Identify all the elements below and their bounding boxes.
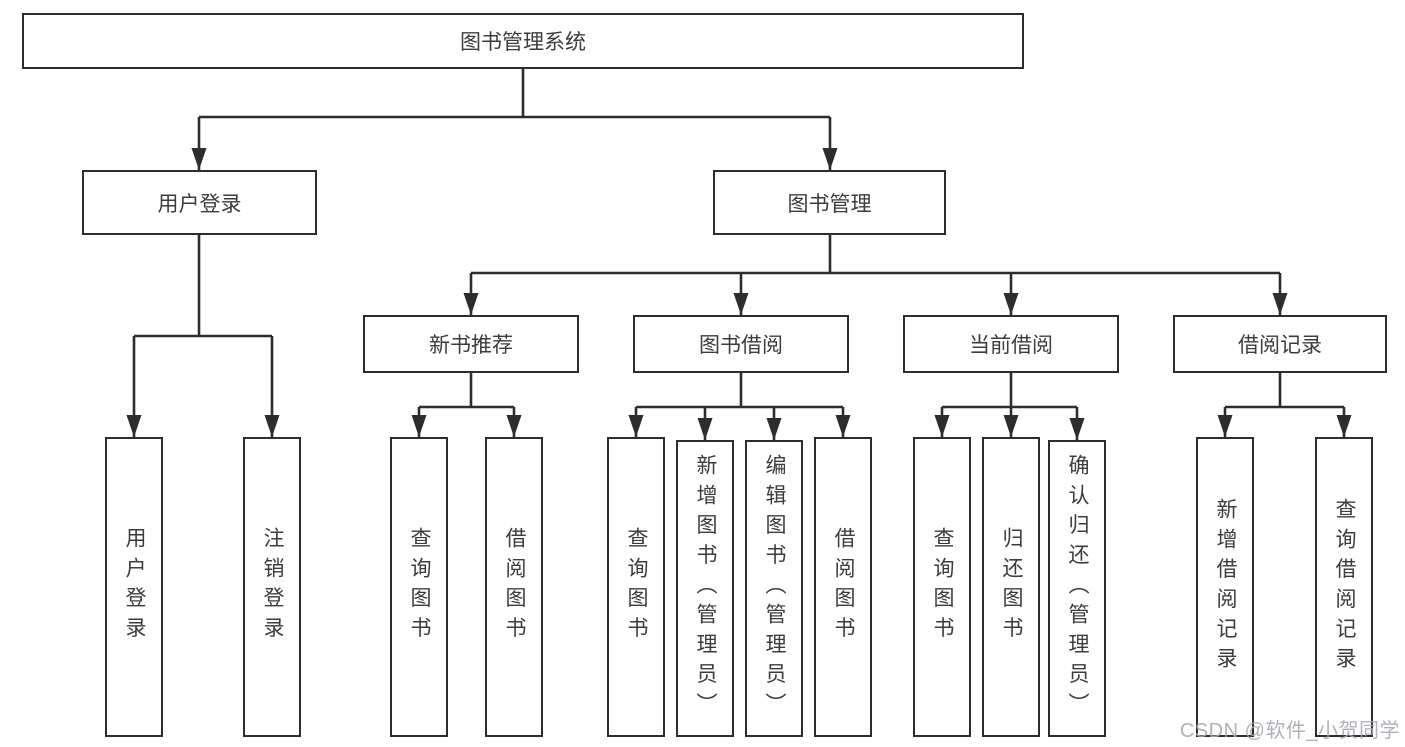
node-current-borrowing: 当前借阅 bbox=[903, 315, 1119, 373]
node-new-book-recommendation: 新书推荐 bbox=[363, 315, 579, 373]
leaf-user-login: 用户登录 bbox=[105, 437, 163, 737]
leaf-borrow-books-borrowing: 借阅图书 bbox=[814, 437, 872, 737]
leaf-add-books-admin: 新增图书（管理员） bbox=[676, 440, 734, 737]
leaf-query-borrow-record: 查询借阅记录 bbox=[1315, 437, 1373, 737]
node-book-management: 图书管理 bbox=[713, 170, 946, 235]
node-library-management-system: 图书管理系统 bbox=[22, 13, 1024, 69]
node-borrowing-records: 借阅记录 bbox=[1173, 315, 1387, 373]
leaf-edit-books-admin: 编辑图书（管理员） bbox=[745, 440, 803, 737]
node-book-borrowing: 图书借阅 bbox=[633, 315, 849, 373]
leaf-query-books-borrowing: 查询图书 bbox=[607, 437, 665, 737]
leaf-add-borrow-record: 新增借阅记录 bbox=[1196, 437, 1254, 737]
leaf-query-books-current: 查询图书 bbox=[913, 437, 971, 737]
leaf-query-books-recommend: 查询图书 bbox=[390, 437, 448, 737]
node-user-login: 用户登录 bbox=[82, 170, 317, 235]
leaf-logout: 注销登录 bbox=[243, 437, 301, 737]
leaf-confirm-return-admin: 确认归还（管理员） bbox=[1048, 440, 1106, 737]
csdn-watermark: CSDN @软件_小贺同学 bbox=[1179, 720, 1400, 742]
leaf-borrow-books-recommend: 借阅图书 bbox=[485, 437, 543, 737]
leaf-return-books: 归还图书 bbox=[982, 437, 1040, 737]
